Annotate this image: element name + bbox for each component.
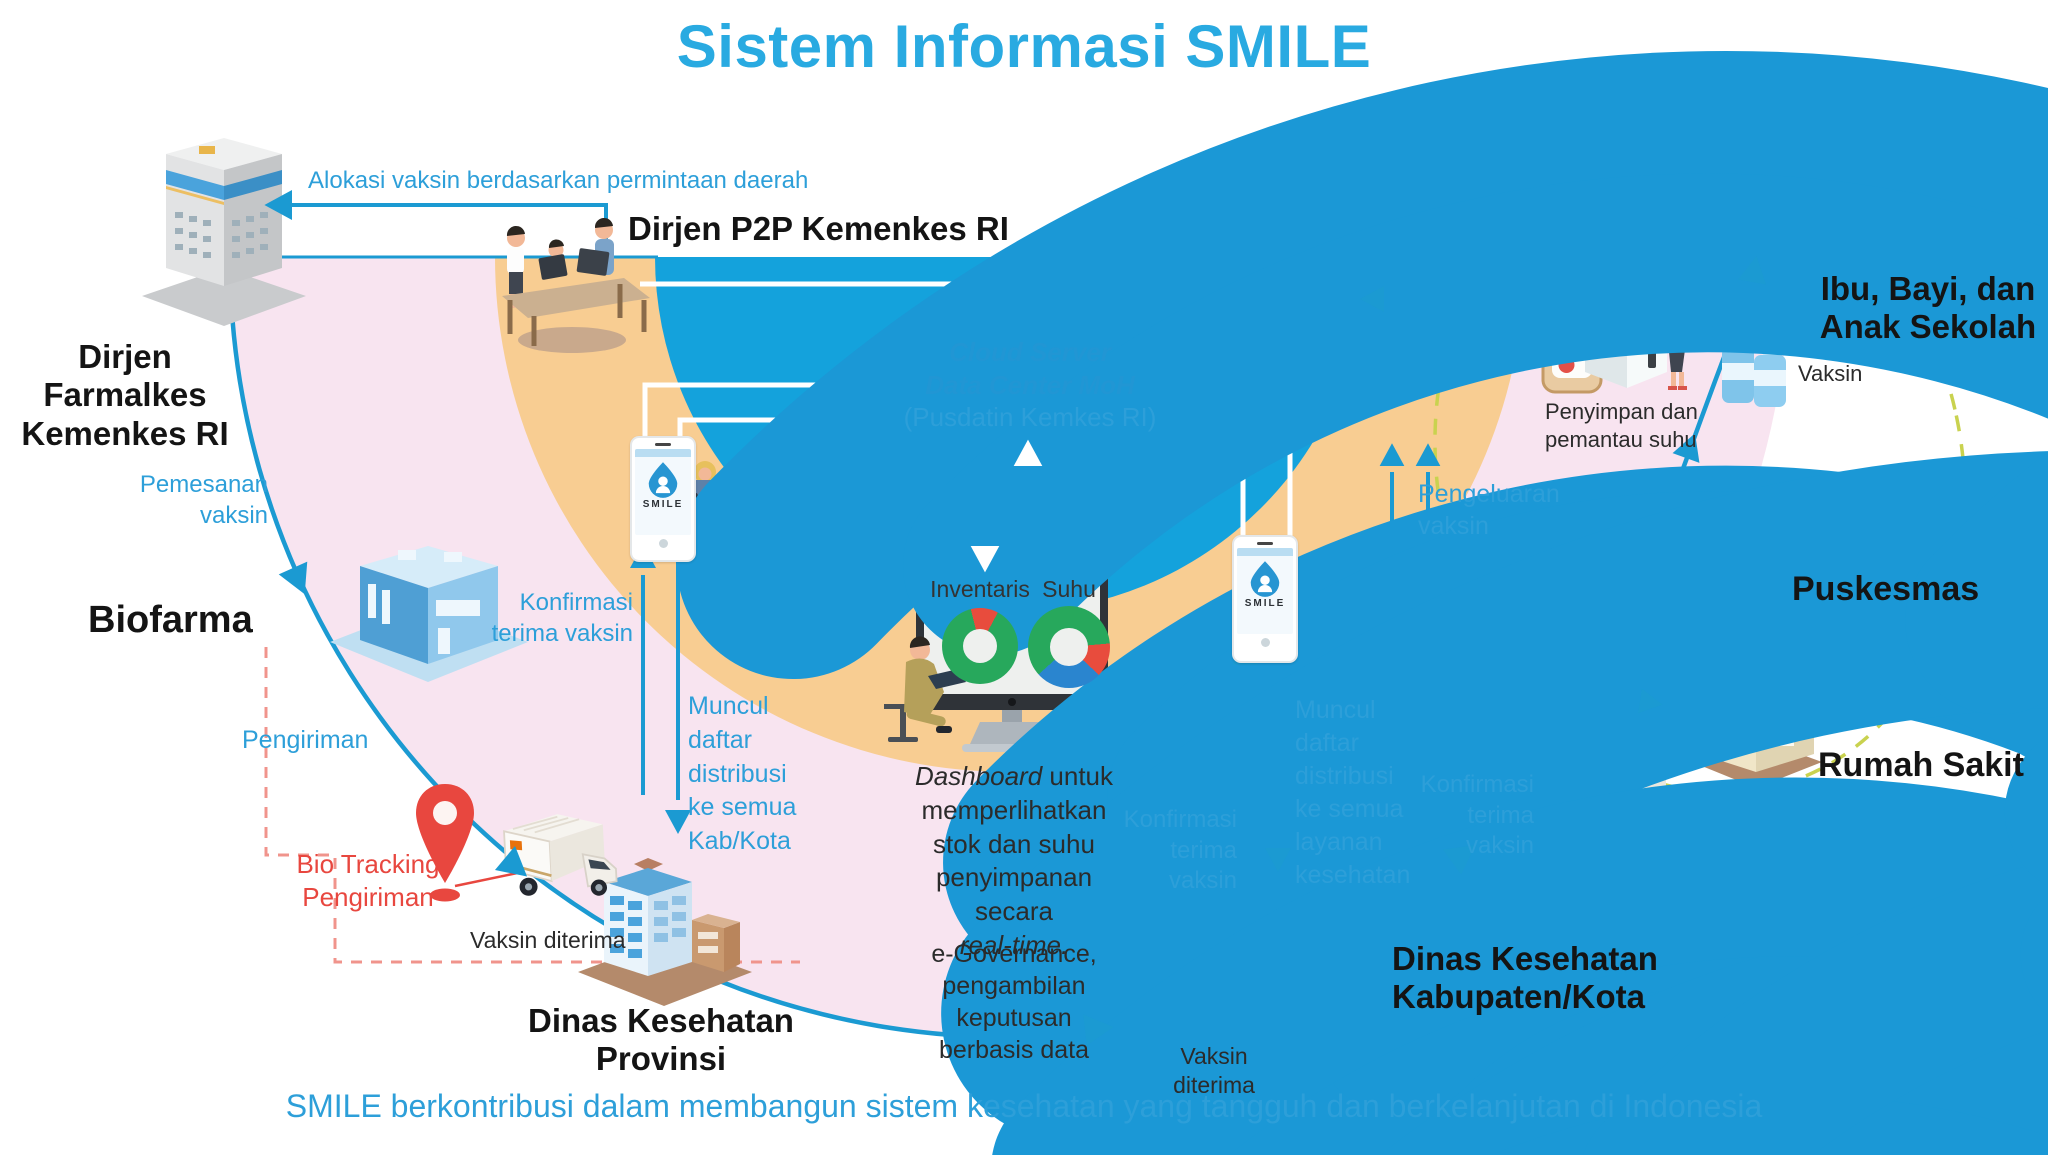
flow-label-konfirmasi-layanan: Konfirmasi terima vaksin	[1420, 771, 1534, 860]
phone-home-button	[658, 539, 668, 548]
node-label-ibu-bayi: Ibu, Bayi, dan Anak Sekolah	[1819, 270, 2037, 346]
dashboard-suhu-label: Suhu	[1042, 576, 1096, 602]
p2p-team-desk-illustration	[502, 217, 650, 353]
flow-label-vaksin-diterima-kabkota: Vaksin diterima	[1173, 1043, 1255, 1099]
cloud-line3: (Pusdatin Kemkes RI)	[903, 402, 1157, 432]
phone-speaker	[1257, 542, 1273, 545]
flow-label-pengiriman: Pengiriman	[242, 726, 369, 754]
provinsi-building-icon	[578, 858, 752, 1006]
page-title: Sistem Informasi SMILE	[676, 13, 1372, 80]
node-label-rumah-sakit: Rumah Sakit	[1818, 746, 2024, 784]
node-label-farmalkes: Dirjen Farmalkes Kemenkes RI	[21, 338, 229, 452]
caption-dashboard-word: Dashboard	[914, 761, 1043, 791]
biofarma-building-icon	[330, 546, 528, 682]
flow-label-vaksin-diterima-provinsi: Vaksin diterima	[470, 927, 626, 953]
suhu-donut-chart	[1028, 606, 1110, 688]
bio-tracking-path	[264, 647, 800, 964]
location-pin-icon	[416, 784, 474, 883]
farmalkes-building-icon	[142, 138, 306, 326]
dashboard-caption: Dashboard untuk memperlihatkan stok dan …	[900, 760, 1128, 963]
smile-drop-logo-icon	[1250, 561, 1280, 597]
node-label-biofarma: Biofarma	[88, 599, 253, 641]
flow-label-muncul-layanan: Muncul daftar distribusi ke semua layana…	[1295, 696, 1411, 889]
flow-label-konfirmasi-provinsi: Konfirmasi terima vaksin	[491, 589, 633, 647]
footer-tagline: SMILE berkontribusi dalam membangun sist…	[285, 1088, 1763, 1124]
flow-label-konfirmasi-kabkota: Konfirmasi terima vaksin	[1123, 806, 1237, 895]
node-label-p2p: Dirjen P2P Kemenkes RI	[628, 210, 1009, 247]
dashboard-inventaris-label: Inventaris	[930, 576, 1030, 602]
flow-label-bio-tracking: Bio Tracking Pengiriman	[296, 849, 440, 913]
phone-speaker	[655, 443, 671, 446]
cloud-line1: Cloud Server	[949, 337, 1111, 367]
phone-home-button	[1260, 638, 1270, 647]
smile-app-name: SMILE	[1244, 598, 1286, 609]
label-vaksin: Vaksin	[1798, 361, 1863, 386]
smile-app-name: SMILE	[642, 499, 684, 510]
phone-screen: SMILE	[1237, 548, 1293, 634]
smile-drop-logo-icon	[648, 462, 678, 498]
label-penyimpan: Penyimpan dan pemantau suhu	[1545, 399, 1698, 453]
node-label-puskesmas: Puskesmas	[1792, 570, 1980, 608]
caption-mid: untuk memperlihatkan stok dan suhu penyi…	[921, 761, 1114, 927]
cloud-line2: Data Center MoH	[925, 369, 1135, 400]
egovernance-caption: e-Governance, pengambilan keputusan berb…	[931, 940, 1097, 1064]
cloud-server-label: Cloud Server Data Center MoH (Pusdatin K…	[898, 336, 1162, 434]
flow-label-alokasi: Alokasi vaksin berdasarkan permintaan da…	[308, 167, 809, 194]
community-dashed-circle	[1433, 145, 1967, 795]
flow-label-pemesanan: Pemesanan vaksin	[139, 471, 268, 529]
caption-realtime-word: real-time.	[959, 929, 1069, 960]
analyst-person-illustration	[884, 636, 966, 742]
flow-label-pengeluaran: Pengeluaran vaksin	[1418, 480, 1560, 540]
smile-app-phone: SMILE	[1232, 535, 1298, 663]
node-label-kabkota: Dinas Kesehatan Kabupaten/Kota	[1392, 940, 1658, 1016]
inventaris-donut-chart	[942, 608, 1018, 684]
phone-screen: SMILE	[635, 449, 691, 535]
flow-label-muncul-kabkota: Muncul daftar distribusi ke semua Kab/Ko…	[688, 692, 797, 855]
node-label-provinsi: Dinas Kesehatan Provinsi	[528, 1002, 794, 1078]
smile-app-phone: SMILE	[630, 436, 696, 562]
